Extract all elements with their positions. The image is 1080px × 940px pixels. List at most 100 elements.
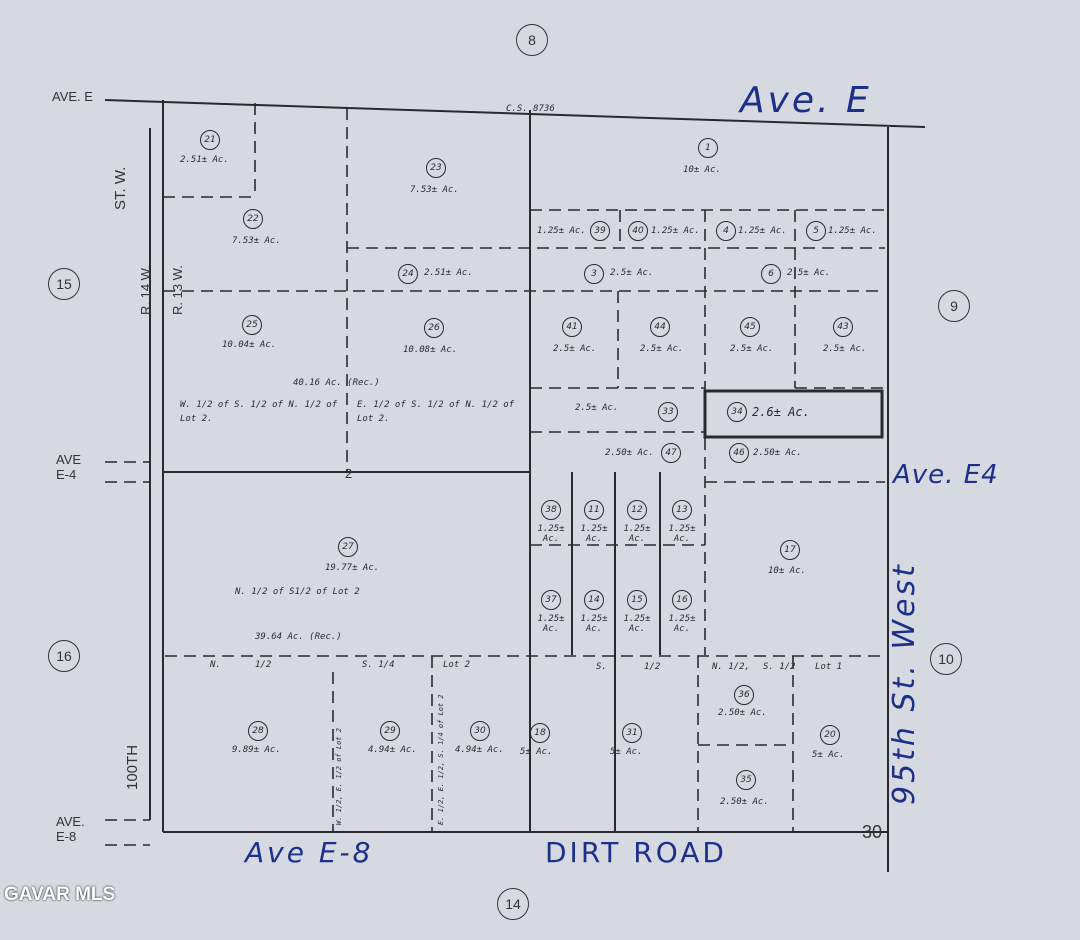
parcel-acreage-34: 2.6± Ac. (752, 405, 810, 419)
parcel-number-44: 44 (650, 317, 670, 337)
parcel-acreage-1: 10± Ac. (683, 165, 721, 175)
parcel-acreage-33: 2.5± Ac. (575, 403, 619, 413)
corner-30-label: 30 (862, 822, 883, 842)
parcel-acreage-4: 1.25± Ac. (738, 226, 787, 236)
note-rec-upper: 40.16 Ac. (Rec.) (293, 378, 380, 388)
note-e-half-e: E. 1/2, E. 1/2, S. 1/4 of Lot 2 (437, 694, 445, 825)
parcel-acreage-16: 1.25± Ac. (668, 614, 696, 634)
parcel-number-46: 46 (729, 443, 749, 463)
parcel-number-45: 45 (740, 317, 760, 337)
parcel-acreage-38: 1.25± Ac. (537, 524, 565, 544)
parcel-acreage-26: 10.08± Ac. (403, 345, 458, 355)
road-label-ave-e4: AVE E-4 (56, 452, 82, 482)
parcel-acreage-25: 10.04± Ac. (222, 340, 277, 350)
parcel-number-18: 18 (530, 723, 550, 743)
parcel-number-26: 26 (424, 318, 444, 338)
parcel-acreage-21: 2.51± Ac. (180, 155, 229, 165)
parcel-number-30: 30 (470, 721, 490, 741)
parcel-acreage-30: 4.94± Ac. (455, 745, 504, 755)
note-s: S. (596, 662, 607, 672)
parcel-acreage-44: 2.5± Ac. (640, 344, 684, 354)
parcel-acreage-3: 2.5± Ac. (610, 268, 654, 278)
note-lot1: Lot 1 (815, 662, 843, 672)
parcel-acreage-11: 1.25± Ac. (580, 524, 608, 544)
parcel-number-33: 33 (658, 402, 678, 422)
parcel-acreage-36: 2.50± Ac. (718, 708, 767, 718)
note-w-half-e: W. 1/2, E. 1/2 of Lot 2 (335, 728, 343, 825)
parcel-number-3: 3 (584, 264, 604, 284)
parcel-acreage-47: 2.50± Ac. (605, 448, 654, 458)
parcel-acreage-40: 1.25± Ac. (651, 226, 700, 236)
parcel-number-25: 25 (242, 315, 262, 335)
parcel-number-23: 23 (426, 158, 446, 178)
parcel-number-29: 29 (380, 721, 400, 741)
highlighted-parcel-outline (703, 389, 884, 439)
note-s12: S. 1/2 (763, 662, 796, 672)
handwritten-ave-e8: Ave E-8 (245, 836, 374, 869)
parcel-number-6: 6 (761, 264, 781, 284)
road-label-st-w: ST. W. (112, 166, 129, 210)
road-label-ave-e8: AVE. E-8 (56, 814, 85, 844)
parcel-acreage-24: 2.51± Ac. (424, 268, 473, 278)
corner-2-label: 2 (345, 466, 353, 481)
note-e-half: E. 1/2 of S. 1/2 of N. 1/2 of Lot 2. (357, 400, 515, 424)
parcel-number-15: 15 (627, 590, 647, 610)
road-label-100th: 100TH (124, 744, 141, 790)
parcel-number-17: 17 (780, 540, 800, 560)
section-9-marker: 9 (938, 290, 970, 322)
note-n12: N. 1/2, (712, 662, 750, 672)
parcel-acreage-5: 1.25± Ac. (828, 226, 877, 236)
note-lot2: Lot 2 (443, 660, 471, 670)
section-16-marker: 16 (48, 640, 80, 672)
parcel-number-28: 28 (248, 721, 268, 741)
parcel-number-27: 27 (338, 537, 358, 557)
note-lot2-n: N. 1/2 of S1/2 of Lot 2 (235, 587, 360, 597)
parcel-number-16: 16 (672, 590, 692, 610)
handwritten-ave-e: Ave. E (740, 80, 872, 121)
parcel-acreage-28: 9.89± Ac. (232, 745, 281, 755)
handwritten-ave-e4: Ave. E4 (893, 460, 999, 490)
parcel-number-24: 24 (398, 264, 418, 284)
parcel-acreage-41: 2.5± Ac. (553, 344, 597, 354)
parcel-number-43: 43 (833, 317, 853, 337)
handwritten-street: 95th St. West (887, 562, 922, 805)
parcel-number-4: 4 (716, 221, 736, 241)
parcel-number-31: 31 (622, 723, 642, 743)
road-label-r14w: R. 14 W. (138, 265, 153, 315)
handwritten-dirt-road: DIRT ROAD (545, 836, 727, 869)
parcel-number-38: 38 (541, 500, 561, 520)
section-15-marker: 15 (48, 268, 80, 300)
parcel-acreage-45: 2.5± Ac. (730, 344, 774, 354)
note-n: N. (210, 660, 221, 670)
section-14-marker: 14 (497, 888, 529, 920)
parcel-number-21: 21 (200, 130, 220, 150)
parcel-acreage-29: 4.94± Ac. (368, 745, 417, 755)
parcel-number-1: 1 (698, 138, 718, 158)
parcel-number-22: 22 (243, 209, 263, 229)
parcel-number-14: 14 (584, 590, 604, 610)
parcel-acreage-17: 10± Ac. (768, 566, 806, 576)
parcel-acreage-46: 2.50± Ac. (753, 448, 802, 458)
parcel-acreage-27: 19.77± Ac. (325, 563, 380, 573)
note-half: 1/2 (255, 660, 272, 670)
parcel-number-36: 36 (734, 685, 754, 705)
parcel-acreage-31: 5± Ac. (610, 747, 643, 757)
parcel-number-34: 34 (727, 402, 747, 422)
parcel-acreage-6: 2.5± Ac. (787, 268, 831, 278)
parcel-number-12: 12 (627, 500, 647, 520)
parcel-number-47: 47 (661, 443, 681, 463)
parcel-acreage-20: 5± Ac. (812, 750, 845, 760)
parcel-number-40: 40 (628, 221, 648, 241)
parcel-number-5: 5 (806, 221, 826, 241)
parcel-number-11: 11 (584, 500, 604, 520)
parcel-acreage-13: 1.25± Ac. (668, 524, 696, 544)
parcel-number-41: 41 (562, 317, 582, 337)
parcel-acreage-18: 5± Ac. (520, 747, 553, 757)
section-8-marker: 8 (516, 24, 548, 56)
parcel-number-13: 13 (672, 500, 692, 520)
road-label-ave-e: AVE. E (52, 89, 93, 104)
parcel-number-37: 37 (541, 590, 561, 610)
note-half-2: 1/2 (644, 662, 661, 672)
parcel-acreage-23: 7.53± Ac. (410, 185, 459, 195)
